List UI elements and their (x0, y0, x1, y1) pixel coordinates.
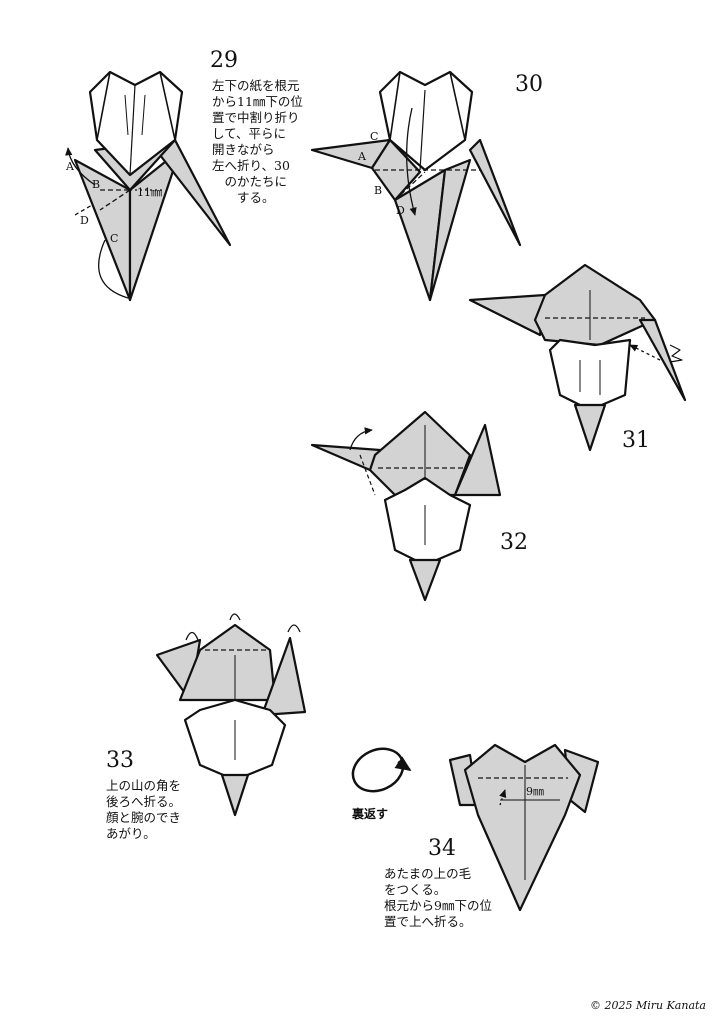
step-33-number: 33 (106, 748, 134, 773)
s29-measure: 11㎜ (137, 186, 162, 199)
s30-label-b: B (374, 184, 383, 197)
turn-over-arrow (351, 747, 412, 793)
step-33-text: 上の山の角を 後ろへ折る。 顔と腕のでき あがり。 (106, 778, 182, 841)
s29-label-d: D (80, 214, 89, 227)
s30-label-d: D (396, 204, 405, 217)
s29-label-a: A (66, 160, 74, 173)
s29-label-b: B (92, 178, 101, 191)
step-32-figure (310, 410, 502, 602)
step-29-number: 29 (210, 48, 238, 73)
s29-label-c: C (110, 232, 119, 245)
step-29-text: 左下の紙を根元 から11㎜下の位 置で中割り折り して、平らに 開きながら 左へ… (212, 78, 303, 205)
turn-over-label: 裏返す (352, 807, 389, 821)
s30-label-a: A (358, 150, 366, 163)
copyright: © 2025 Miru Kanata (589, 999, 706, 1012)
step-33-figure (155, 613, 307, 817)
s30-label-c: C (370, 130, 379, 143)
step-30-figure (310, 70, 522, 302)
step-34-figure (448, 743, 600, 912)
step-32-number: 32 (500, 530, 528, 555)
step-30-number: 30 (515, 72, 543, 97)
step-34-text: あたまの上の毛 をつくる。 根元から9㎜下の位 置で上へ折る。 (384, 866, 492, 929)
s34-measure: 9㎜ (526, 785, 544, 798)
step-31-figure (468, 263, 687, 452)
step-34-number: 34 (428, 836, 456, 861)
step-31-number: 31 (622, 428, 650, 453)
step-29-figure (65, 70, 232, 302)
